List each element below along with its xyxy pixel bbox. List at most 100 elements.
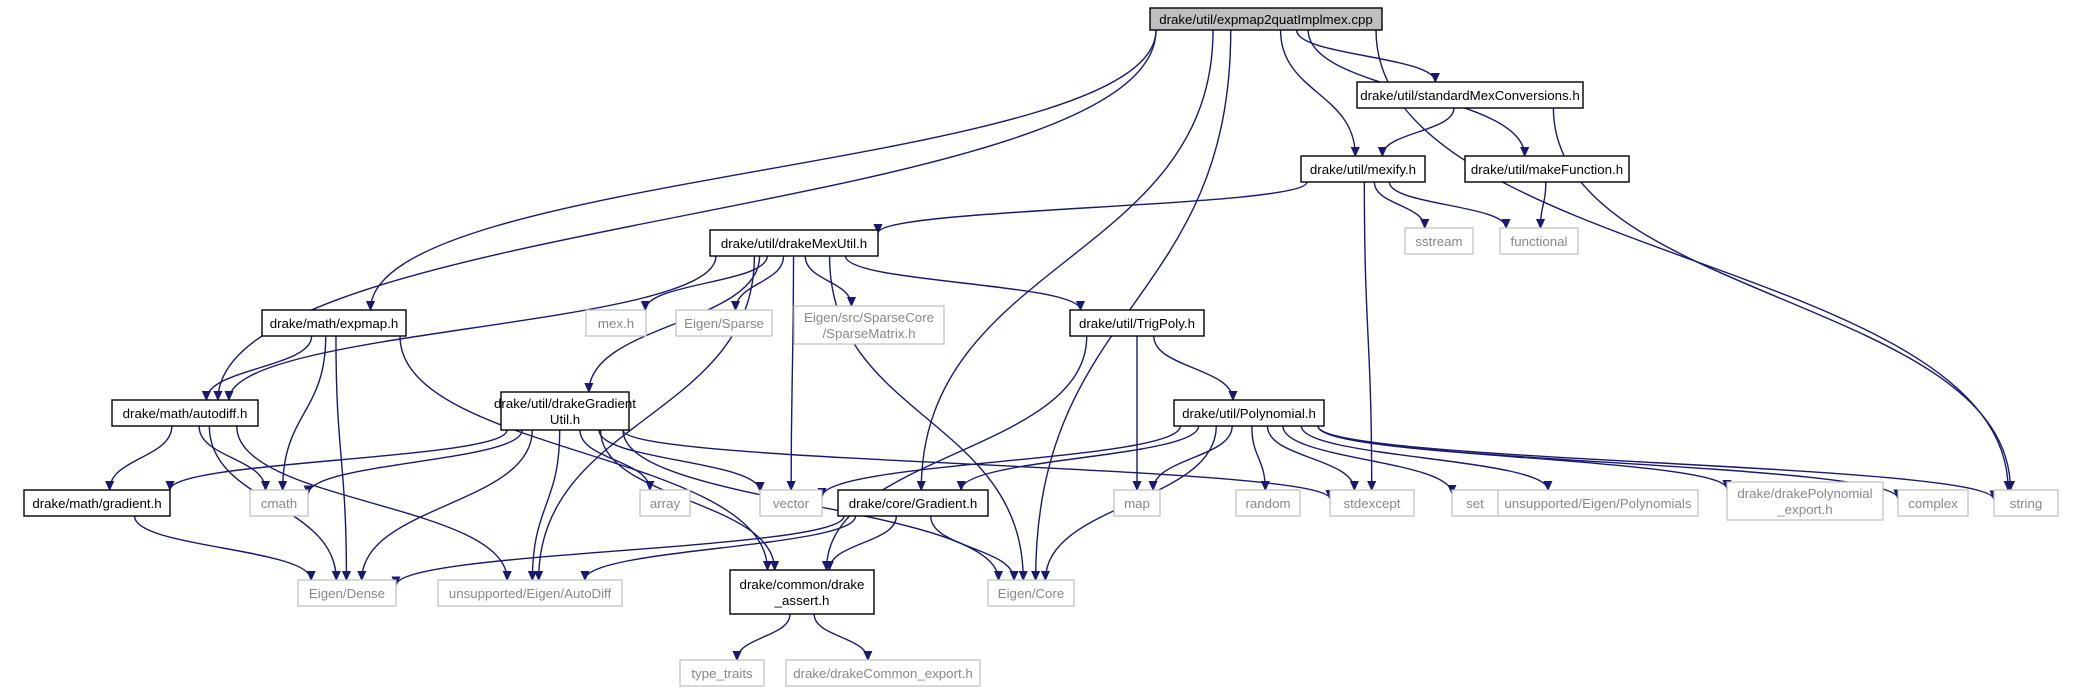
node-eigcore: Eigen/Core	[987, 579, 1075, 607]
nodes-layer: drake/util/expmap2quatImplmex.cpp drake/u…	[23, 7, 2059, 687]
node-uepoly: unsupported/Eigen/Polynomials	[1497, 489, 1699, 517]
node-typetraits: type_traits	[679, 659, 765, 687]
node-set-label-line: set	[1466, 496, 1484, 511]
edges-layer	[110, 29, 2011, 660]
edge-dgu-to-ueautodiff	[532, 429, 561, 580]
node-polynomial-box[interactable]	[1173, 399, 1325, 427]
node-sparsematrix-box	[793, 305, 945, 345]
edge-polynomial-to-vector	[822, 425, 1181, 497]
node-array: array	[639, 489, 691, 517]
node-gradient-box[interactable]	[23, 489, 171, 517]
node-string-label-line: string	[2010, 496, 2043, 511]
edge-dmu-to-autodiff	[229, 255, 717, 400]
node-coregradient[interactable]: drake/core/Gradient.h	[837, 489, 989, 517]
node-random-box	[1235, 489, 1301, 517]
node-root-box[interactable]	[1149, 7, 1383, 31]
node-smc-box[interactable]	[1356, 81, 1584, 109]
node-autodiff-box[interactable]	[111, 399, 259, 427]
node-expmap[interactable]: drake/math/expmap.h	[261, 309, 407, 337]
node-dmu-box[interactable]	[709, 229, 879, 257]
node-coregradient-box[interactable]	[837, 489, 989, 517]
node-coregradient-label-line: drake/core/Gradient.h	[849, 496, 978, 511]
edge-root-to-mexify	[1279, 29, 1356, 156]
node-drakeassert-box[interactable]	[729, 569, 875, 615]
node-polynomial[interactable]: drake/util/Polynomial.h	[1173, 399, 1325, 427]
node-trigpoly[interactable]: drake/util/TrigPoly.h	[1069, 309, 1205, 337]
node-array-label-line: array	[650, 496, 681, 511]
node-mexify[interactable]: drake/util/mexify.h	[1300, 155, 1426, 183]
node-polynomial-label-line: drake/util/Polynomial.h	[1182, 406, 1316, 421]
node-autodiff[interactable]: drake/math/autodiff.h	[111, 399, 259, 427]
node-trigpoly-label-line: drake/util/TrigPoly.h	[1079, 316, 1195, 331]
node-set: set	[1451, 489, 1499, 517]
node-typetraits-box	[679, 659, 765, 687]
node-string: string	[1993, 489, 2059, 517]
node-functional: functional	[1499, 227, 1579, 255]
node-eigcore-label-line: Eigen/Core	[998, 586, 1065, 601]
edge-dmu-to-trigpoly	[844, 255, 1080, 310]
node-sstream-box	[1404, 227, 1474, 255]
node-root[interactable]: drake/util/expmap2quatImplmex.cpp	[1149, 7, 1383, 31]
node-makeFunction-box[interactable]	[1464, 155, 1630, 183]
node-smc[interactable]: drake/util/standardMexConversions.h	[1356, 81, 1584, 109]
node-stdexcept-box	[1329, 489, 1415, 517]
edge-expmap-to-autodiff	[206, 335, 313, 400]
node-dgu-box[interactable]	[500, 391, 630, 431]
node-makeFunction[interactable]: drake/util/makeFunction.h	[1464, 155, 1630, 183]
node-mexh-box	[585, 309, 647, 337]
node-stdexcept: stdexcept	[1329, 489, 1415, 517]
node-trigpoly-box[interactable]	[1069, 309, 1205, 337]
edge-dmu-to-sparsematrix	[804, 255, 851, 306]
node-eigdense-box	[297, 579, 397, 607]
node-complex: complex	[1897, 489, 1969, 517]
node-sparsematrix-label-line: Eigen/src/SparseCore	[804, 310, 934, 325]
edge-dgu-to-gradient	[170, 429, 508, 490]
node-array-box	[639, 489, 691, 517]
node-autodiff-label-line: drake/math/autodiff.h	[123, 406, 248, 421]
edge-polynomial-to-set	[1282, 425, 1452, 494]
node-random-label-line: random	[1245, 496, 1290, 511]
node-functional-box	[1499, 227, 1579, 255]
node-dpexport: drake/drakePolynomial_export.h	[1726, 481, 1884, 521]
node-sparsematrix: Eigen/src/SparseCore/SparseMatrix.h	[793, 305, 945, 345]
node-expmap-box[interactable]	[261, 309, 407, 337]
edge-makeFunction-to-functional	[1540, 181, 1547, 228]
node-eigsparse-box	[675, 309, 773, 337]
node-sstream: sstream	[1404, 227, 1474, 255]
edge-root-to-eigcore	[1036, 29, 1232, 580]
edge-polynomial-to-dpexport	[1317, 425, 1727, 489]
node-ueautodiff-label-line: unsupported/Eigen/AutoDiff	[449, 586, 612, 601]
edge-drakeassert-to-dcexport	[813, 613, 868, 660]
edge-mexify-to-sstream	[1373, 181, 1424, 228]
node-root-label-line: drake/util/expmap2quatImplmex.cpp	[1159, 12, 1373, 27]
edge-polynomial-to-map	[1153, 425, 1233, 490]
edge-dmu-to-eigsparse	[736, 255, 785, 310]
node-uepoly-label-line: unsupported/Eigen/Polynomials	[1504, 496, 1691, 511]
node-eigdense: Eigen/Dense	[297, 579, 397, 607]
edge-root-to-smc	[1295, 29, 1436, 82]
edge-gradient-to-eigdense	[133, 515, 312, 580]
node-dmu[interactable]: drake/util/drakeMexUtil.h	[709, 229, 879, 257]
node-mexify-label-line: drake/util/mexify.h	[1310, 162, 1416, 177]
node-smc-label-line: drake/util/standardMexConversions.h	[1360, 88, 1580, 103]
node-mexify-box[interactable]	[1300, 155, 1426, 183]
edge-mexify-to-dmu	[878, 181, 1308, 233]
node-drakeassert[interactable]: drake/common/drake_assert.h	[729, 569, 875, 615]
node-ueautodiff-box	[437, 579, 623, 607]
node-sstream-label-line: sstream	[1415, 234, 1462, 249]
node-map-box	[1113, 489, 1161, 517]
node-map-label-line: map	[1124, 496, 1150, 511]
edge-dgu-to-array	[579, 429, 650, 490]
node-cmath: cmath	[249, 489, 309, 517]
edge-coregradient-to-drakeassert	[829, 515, 898, 570]
node-expmap-label-line: drake/math/expmap.h	[270, 316, 399, 331]
node-string-box	[1993, 489, 2059, 517]
node-dgu-label-line: drake/util/drakeGradient	[494, 396, 636, 411]
node-gradient[interactable]: drake/math/gradient.h	[23, 489, 171, 517]
node-drakeassert-label-line: _assert.h	[774, 593, 830, 608]
edge-autodiff-to-cmath	[198, 425, 265, 490]
node-stdexcept-label-line: stdexcept	[1344, 496, 1401, 511]
edge-expmap-to-eigdense	[335, 335, 346, 580]
node-ueautodiff: unsupported/Eigen/AutoDiff	[437, 579, 623, 607]
